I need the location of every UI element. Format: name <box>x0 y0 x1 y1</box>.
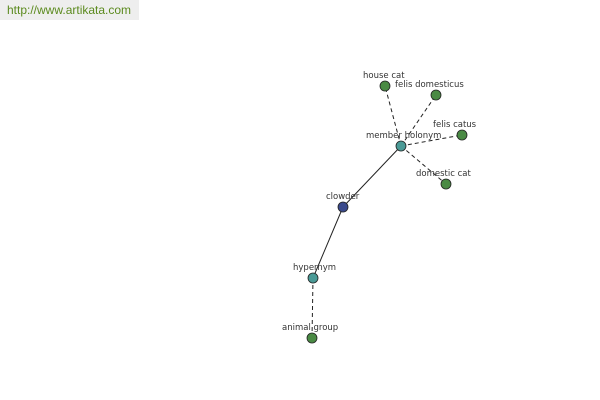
edge-member-holonym-to-domestic-cat <box>400 145 447 185</box>
node-label-domestic-cat: domestic cat <box>416 169 471 179</box>
node-house-cat[interactable] <box>379 80 391 92</box>
edge-clowder-to-member-holonym <box>342 145 402 208</box>
node-clowder[interactable] <box>337 201 349 213</box>
node-label-animal-group: animal group <box>282 323 338 333</box>
node-label-clowder: clowder <box>326 192 360 202</box>
node-label-hypernym: hypernym <box>293 263 336 273</box>
edge-hypernym-to-animal-group <box>311 277 314 339</box>
node-member-holonym[interactable] <box>395 140 407 152</box>
edge-member-holonym-to-felis-domesticus <box>400 94 437 147</box>
node-felis-domesticus[interactable] <box>430 89 442 101</box>
edge-clowder-to-hypernym <box>312 206 344 279</box>
node-felis-catus[interactable] <box>456 129 468 141</box>
edges-layer <box>311 85 463 339</box>
node-label-member-holonym: member holonym <box>366 131 441 141</box>
site-url-link[interactable]: http://www.artikata.com <box>0 0 139 20</box>
node-label-house-cat: house cat <box>363 71 405 81</box>
edge-member-holonym-to-house-cat <box>384 85 402 147</box>
edge-member-holonym-to-felis-catus <box>400 134 463 147</box>
node-animal-group[interactable] <box>306 332 318 344</box>
node-domestic-cat[interactable] <box>440 178 452 190</box>
node-label-felis-domesticus: felis domesticus <box>395 80 464 90</box>
node-label-felis-catus: felis catus <box>433 120 477 130</box>
node-hypernym[interactable] <box>307 272 319 284</box>
nodes-layer <box>306 80 468 344</box>
